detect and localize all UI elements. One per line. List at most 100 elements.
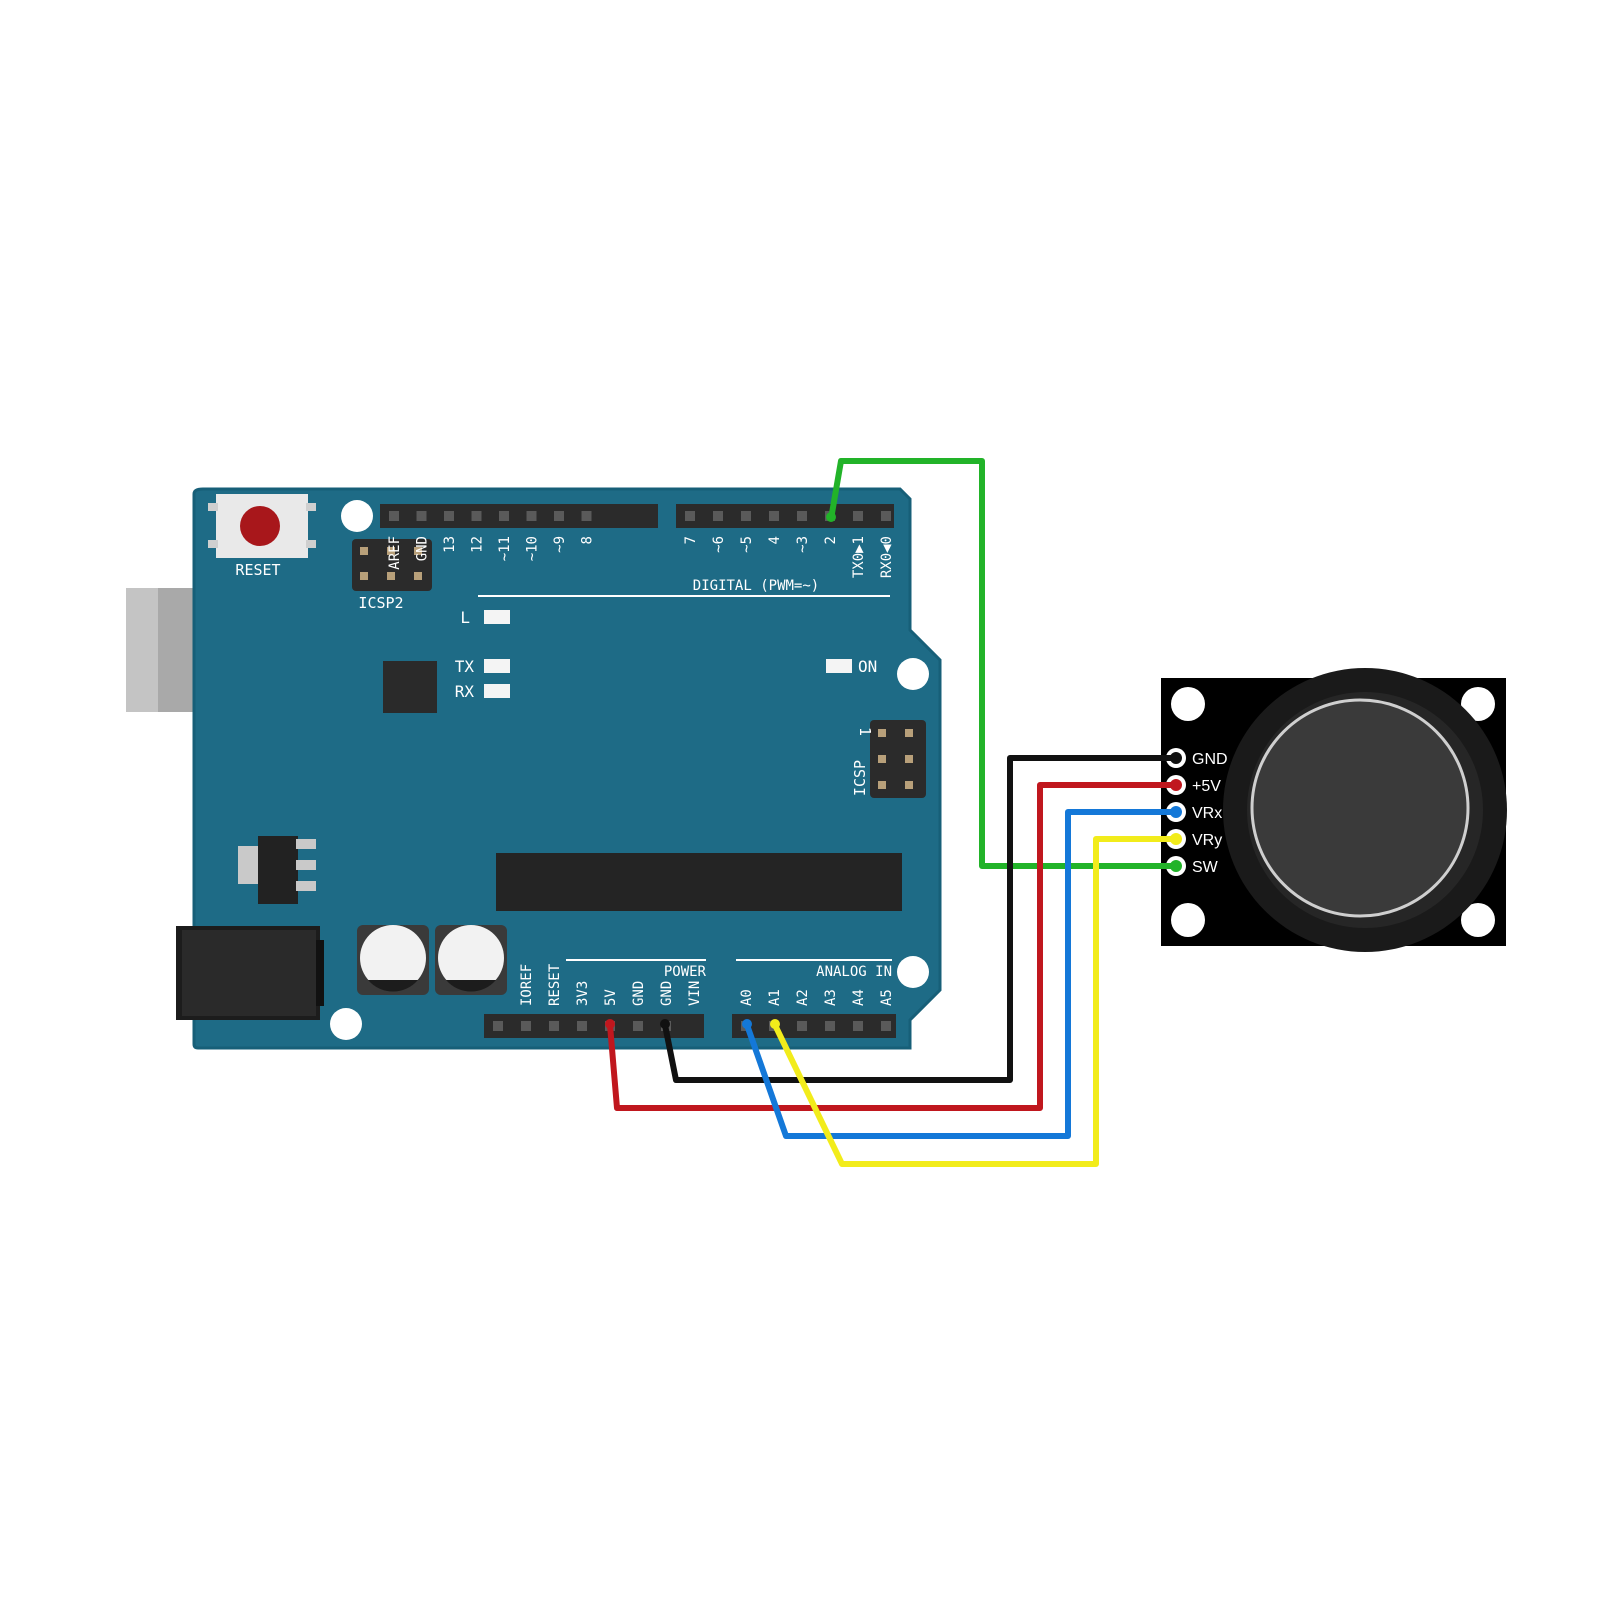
icsp-header [870, 720, 926, 798]
pin-label: GND [659, 981, 675, 1006]
header-hole[interactable] [493, 1021, 503, 1031]
pin-label: A5 [879, 989, 895, 1006]
header-hole[interactable] [526, 511, 537, 521]
pin-label: GND [415, 536, 431, 561]
digital-label: DIGITAL (PWM=~) [693, 578, 819, 594]
header-hole[interactable] [577, 1021, 587, 1031]
mount-hole [1461, 903, 1495, 937]
wire-sw [828, 458, 1176, 869]
mount-hole [1171, 903, 1205, 937]
header-hole[interactable] [444, 511, 454, 521]
led-on-label: ON [858, 657, 877, 676]
analog-header [732, 1014, 896, 1038]
pin-label: 5V [603, 989, 619, 1006]
pin-label: A0 [739, 989, 755, 1006]
wire-vry [772, 836, 1176, 1167]
pin-label: TX0▶1 [851, 536, 867, 578]
analog-label: ANALOG IN [816, 964, 892, 980]
header-hole[interactable] [685, 511, 695, 521]
wires [607, 458, 1176, 1167]
header-hole[interactable] [549, 1021, 559, 1031]
wire-gnd [662, 755, 1176, 1083]
led-on [826, 659, 852, 673]
pin-label: 8 [580, 536, 596, 544]
header-hole[interactable] [797, 1021, 807, 1031]
icsp2-label: ICSP2 [358, 594, 403, 612]
led-tx-label: TX [455, 657, 475, 676]
header-hole[interactable] [881, 511, 891, 521]
header-hole[interactable] [797, 511, 807, 521]
pin-label: 4 [767, 536, 783, 544]
joystick-pin-label: SW [1192, 859, 1219, 876]
pin-label: 7 [683, 536, 699, 544]
mount-hole [341, 500, 373, 532]
header-hole[interactable] [881, 1021, 891, 1031]
led-rx-label: RX [455, 682, 475, 701]
header-hole[interactable] [633, 1021, 643, 1031]
header-hole[interactable] [853, 511, 863, 521]
led-l-label: L [460, 608, 470, 627]
header-hole[interactable] [741, 511, 751, 521]
mount-hole [1171, 687, 1205, 721]
power-jack [176, 926, 324, 1020]
wire-end [660, 1019, 670, 1029]
mount-hole [330, 1008, 362, 1040]
joystick-knob[interactable] [1250, 698, 1470, 918]
capacitor [435, 925, 507, 995]
mount-hole [1461, 687, 1495, 721]
header-hole[interactable] [499, 511, 509, 521]
power-label: POWER [664, 964, 707, 980]
wire-end [605, 1019, 615, 1029]
header-hole[interactable] [581, 511, 592, 521]
pin-label: RESET [547, 963, 563, 1006]
header-hole[interactable] [853, 1021, 863, 1031]
header-hole[interactable] [769, 511, 779, 521]
voltage-regulator [238, 836, 316, 904]
pin-label: 2 [823, 536, 839, 544]
header-hole[interactable] [713, 511, 723, 521]
pin-label: 3V3 [575, 981, 591, 1006]
header-hole[interactable] [389, 511, 399, 521]
wire-end [770, 1019, 780, 1029]
icsp-label: ICSP [851, 760, 869, 796]
header-hole[interactable] [471, 511, 482, 521]
pin-label: ~9 [552, 536, 568, 553]
wire-5v [607, 782, 1176, 1111]
header-hole[interactable] [554, 511, 564, 521]
pin-label: A1 [767, 989, 783, 1006]
digital-header-left-holes [389, 511, 592, 521]
mount-hole [897, 658, 929, 690]
pin-label: ~10 [525, 536, 541, 561]
joystick-pin-label: GND [1192, 751, 1228, 768]
capacitor [357, 925, 429, 995]
joystick-module [1161, 668, 1507, 952]
icsp2-header [352, 539, 432, 591]
microcontroller-chip [496, 853, 902, 911]
header-hole[interactable] [416, 511, 427, 521]
pin-label: ~5 [739, 536, 755, 553]
led-l [484, 610, 510, 624]
pin-label: IOREF [519, 964, 535, 1006]
pin-label: A4 [851, 989, 867, 1006]
joystick-pin-label: +5V [1192, 778, 1221, 795]
pin-label: ~11 [497, 536, 513, 561]
header-hole[interactable] [825, 1021, 835, 1031]
pin-label: A2 [795, 989, 811, 1006]
wire-vrx [744, 809, 1176, 1139]
usb-chip [383, 661, 437, 713]
reset-button[interactable] [208, 494, 316, 558]
pin-label: ~6 [711, 536, 727, 553]
reset-label: RESET [235, 561, 280, 579]
pin-label: RX0◀0 [879, 536, 895, 578]
joystick-pin-label: VRx [1192, 805, 1222, 822]
pin-label: 13 [442, 536, 458, 553]
header-hole[interactable] [521, 1021, 531, 1031]
led-rx [484, 684, 510, 698]
joystick-pin-label: VRy [1192, 832, 1222, 849]
pin-label: GND [631, 981, 647, 1006]
